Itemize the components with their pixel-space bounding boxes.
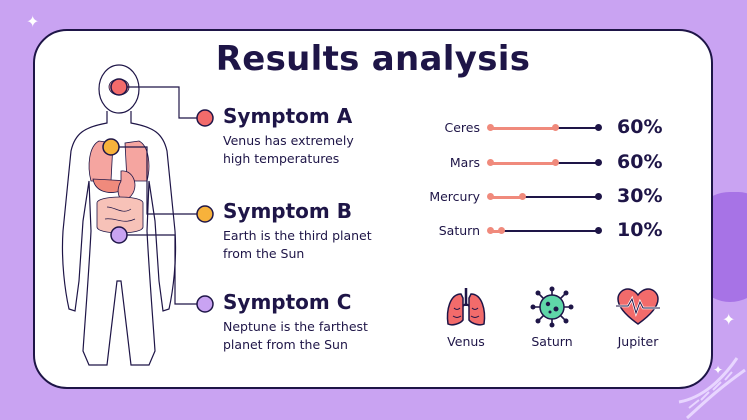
progress-end-dot	[595, 124, 602, 131]
progress-fill	[490, 195, 523, 199]
symptom-title: Symptom A	[223, 104, 353, 128]
dna-icon	[678, 357, 746, 420]
row-percentage: 60%	[617, 151, 663, 173]
page-title: Results analysis	[215, 39, 531, 79]
progress-marker-dot	[497, 227, 505, 234]
row-label: Mercury	[429, 189, 480, 204]
icon-label: Venus	[447, 334, 485, 349]
progress-track	[487, 159, 602, 166]
icon-item-jupiter: Jupiter	[603, 286, 673, 349]
progress-marker-dot	[551, 159, 559, 166]
progress-row: Mercury 30%	[395, 185, 695, 209]
virus-icon	[530, 286, 574, 328]
symptom-title: Symptom C	[223, 290, 352, 314]
progress-track	[487, 193, 602, 200]
symptom-description: Earth is the third planet from the Sun	[223, 228, 372, 261]
symptom-description: Neptune is the farthest planet from the …	[223, 319, 368, 352]
progress-end-dot	[595, 193, 602, 200]
symptom-c: Symptom C Neptune is the farthest planet…	[223, 290, 423, 354]
icon-item-saturn: Saturn	[517, 286, 587, 349]
progress-start-dot	[487, 124, 494, 131]
progress-start-dot	[487, 159, 494, 166]
symptom-b: Symptom B Earth is the third planet from…	[223, 199, 423, 263]
icon-item-venus: Venus	[431, 286, 501, 349]
progress-end-dot	[595, 227, 602, 234]
row-label: Mars	[449, 155, 480, 170]
progress-row: Ceres 60%	[395, 116, 695, 140]
row-label: Ceres	[444, 120, 481, 135]
progress-track	[487, 124, 602, 131]
sparkle-icon: ✦	[26, 12, 40, 31]
icon-label: Saturn	[531, 334, 573, 349]
progress-track	[487, 227, 602, 234]
progress-marker-dot	[519, 193, 527, 200]
progress-fill	[490, 161, 555, 165]
row-percentage: 10%	[617, 219, 663, 241]
sparkle-icon: ✦	[722, 310, 736, 329]
progress-marker-dot	[551, 124, 559, 131]
heart-pulse-icon	[616, 288, 660, 325]
progress-fill	[490, 229, 501, 233]
sparkle-icon: ✦	[713, 363, 724, 377]
row-percentage: 60%	[617, 116, 663, 138]
symptom-title: Symptom B	[223, 199, 352, 223]
progress-row: Saturn 10%	[395, 219, 695, 243]
row-percentage: 30%	[617, 185, 663, 207]
progress-start-dot	[487, 193, 494, 200]
row-label: Saturn	[438, 223, 480, 238]
lungs-icon	[446, 288, 486, 326]
progress-row: Mars 60%	[395, 151, 695, 175]
results-card: Results analysis Symptom A	[33, 29, 713, 389]
progress-start-dot	[487, 227, 494, 234]
symptom-a: Symptom A Venus has extremely high tempe…	[223, 104, 423, 168]
human-body-illustration	[61, 64, 214, 366]
progress-fill	[490, 126, 555, 130]
symptom-description: Venus has extremely high temperatures	[223, 133, 354, 166]
icon-label: Jupiter	[617, 334, 659, 349]
progress-end-dot	[595, 159, 602, 166]
